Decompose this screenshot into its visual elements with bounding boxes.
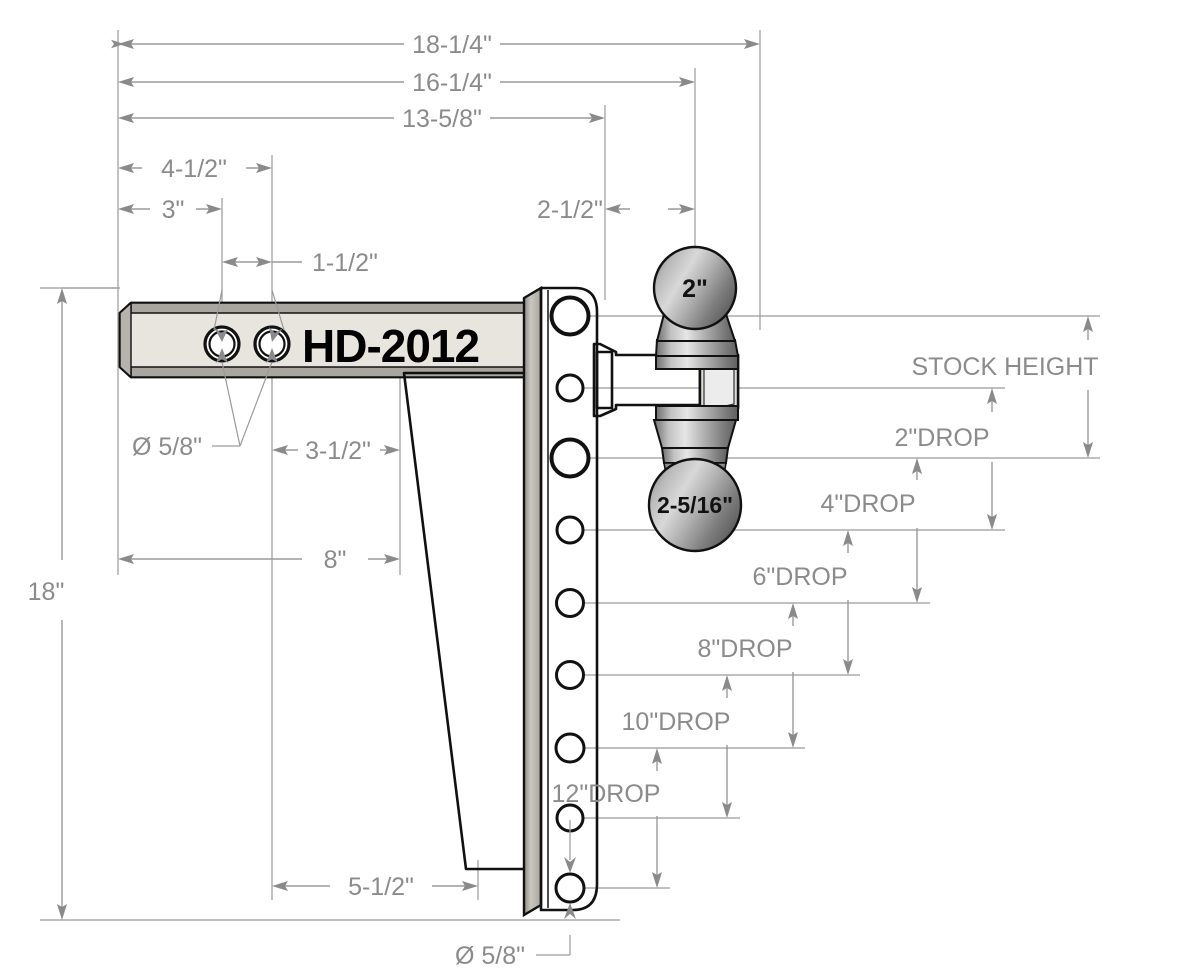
- dim-label-drop-8: 8"DROP: [697, 635, 792, 663]
- dim-label-3-1-2: 3-1/2": [305, 437, 371, 465]
- plate-hole-leader: Ø 5/8": [455, 820, 576, 970]
- support-gusset: [402, 371, 529, 871]
- shank-pin-holes: [203, 325, 291, 363]
- dim-label-18-overall: 18": [28, 578, 65, 606]
- dim-3: 3": [118, 196, 222, 224]
- dim-drop-4: 4"DROP: [820, 458, 922, 603]
- dim-label-13-5-8: 13-5/8": [402, 105, 482, 133]
- dim-label-16-1-4: 16-1/4": [412, 69, 492, 97]
- drop-plate: [522, 285, 599, 918]
- dim-label-4-1-2: 4-1/2": [161, 155, 227, 183]
- plate-hole-diameter-label: Ø 5/8": [455, 942, 525, 970]
- dim-13-5-8: 13-5/8": [118, 105, 605, 133]
- drop-plate-holes: [549, 295, 591, 904]
- dim-18-overall: 18": [28, 288, 67, 920]
- dim-18-1-4: 18-1/4": [111, 31, 760, 59]
- dim-label-drop-4: 4"DROP: [820, 490, 915, 518]
- dim-label-2-1-2: 2-1/2": [537, 196, 603, 224]
- dim-label-18-1-4: 18-1/4": [412, 31, 492, 59]
- dim-label-1-1-2: 1-1/2": [312, 249, 378, 277]
- drop-reference-lines: [570, 315, 1100, 889]
- dim-label-8: 8": [324, 546, 347, 574]
- dim-8: 8": [118, 546, 400, 574]
- dim-3-1-2: 3-1/2": [272, 437, 400, 465]
- dim-16-1-4: 16-1/4": [118, 69, 695, 97]
- dim-stock-height: STOCK HEIGHT: [911, 316, 1099, 458]
- lower-ball-label: 2-5/16": [657, 492, 733, 518]
- dim-drop-6: 6"DROP: [752, 530, 853, 675]
- shank-hole-diameter-label: Ø 5/8": [132, 433, 202, 461]
- dim-1-1-2: 1-1/2": [222, 249, 378, 277]
- lower-ball: 2-5/16": [647, 405, 743, 553]
- dim-label-drop-6: 6"DROP: [752, 563, 847, 591]
- dim-2-1-2: 2-1/2": [537, 196, 695, 224]
- extension-lines: [40, 30, 761, 921]
- dim-drop-12: 12"DROP: [552, 748, 662, 888]
- product-label: HD-2012: [302, 320, 479, 372]
- dim-drop-8: 8"DROP: [697, 603, 798, 748]
- dim-label-drop-12: 12"DROP: [552, 780, 661, 808]
- dim-label-3: 3": [162, 196, 185, 224]
- dim-label-drop-10: 10"DROP: [622, 708, 731, 736]
- dim-4-1-2: 4-1/2": [118, 155, 272, 183]
- upper-ball: 2": [652, 245, 740, 370]
- upper-ball-label: 2": [682, 275, 708, 303]
- shank-hole-leader: Ø 5/8": [132, 289, 285, 461]
- dim-drop-2: 2"DROP: [894, 388, 997, 530]
- shank-bar: [118, 301, 529, 379]
- dim-label-5-1-2: 5-1/2": [348, 873, 414, 901]
- dim-label-drop-2: 2"DROP: [894, 424, 989, 452]
- dim-drop-10: 10"DROP: [622, 675, 732, 818]
- dim-5-1-2: 5-1/2": [272, 873, 478, 901]
- dim-label-stock-height: STOCK HEIGHT: [911, 353, 1098, 381]
